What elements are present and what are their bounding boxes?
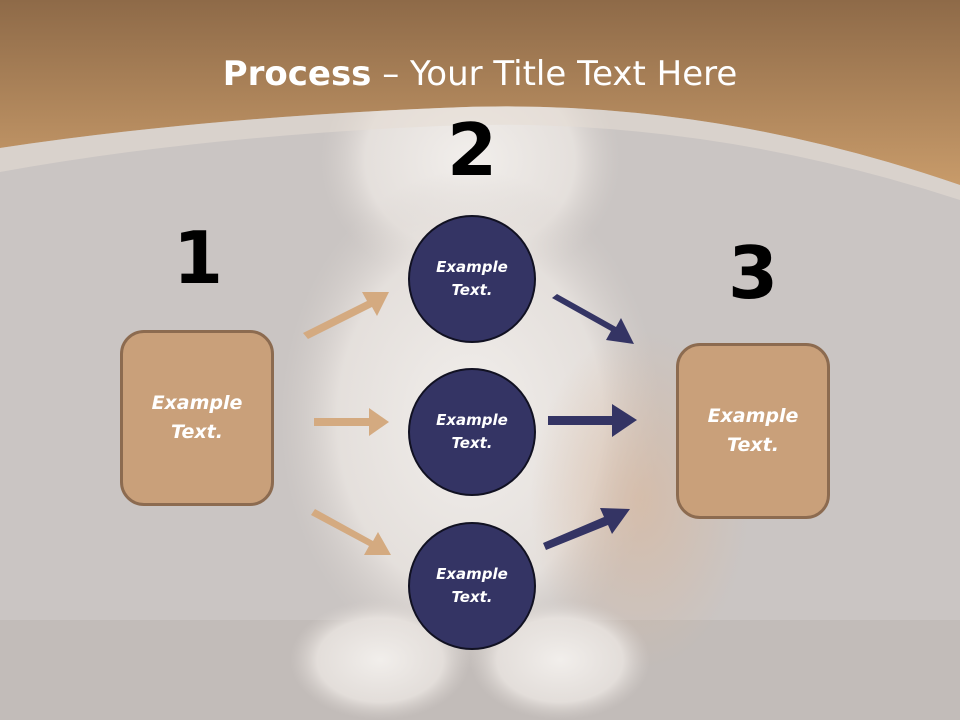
arrow-navy-up <box>543 508 630 550</box>
title-bold: Process <box>222 54 372 94</box>
slide-title: Process – Your Title Text Here <box>0 52 960 96</box>
step-number-2: 2 <box>446 108 498 192</box>
step-number-1: 1 <box>172 216 224 300</box>
arrow-tan-mid <box>314 408 389 436</box>
step-2-circle-top: Example Text. <box>408 215 536 343</box>
arrow-tan-down <box>311 509 391 555</box>
arrow-navy-down <box>552 294 634 344</box>
step-2-circle-bottom: Example Text. <box>408 522 536 650</box>
step-3-box: Example Text. <box>676 343 830 519</box>
step-3-label: Example Text. <box>707 405 799 456</box>
header-band <box>0 0 960 185</box>
step-2-circle-middle: Example Text. <box>408 368 536 496</box>
circle-bottom-label: Example Text. <box>436 565 508 606</box>
arrow-tan-up <box>303 292 389 339</box>
circle-middle-label: Example Text. <box>436 411 508 452</box>
step-1-box: Example Text. <box>120 330 274 506</box>
step-number-3: 3 <box>727 231 779 315</box>
title-rest: – Your Title Text Here <box>371 54 738 94</box>
circle-top-label: Example Text. <box>436 258 508 299</box>
arrow-navy-mid <box>548 404 637 437</box>
header-curve-highlight <box>0 106 960 200</box>
step-1-label: Example Text. <box>151 392 243 443</box>
